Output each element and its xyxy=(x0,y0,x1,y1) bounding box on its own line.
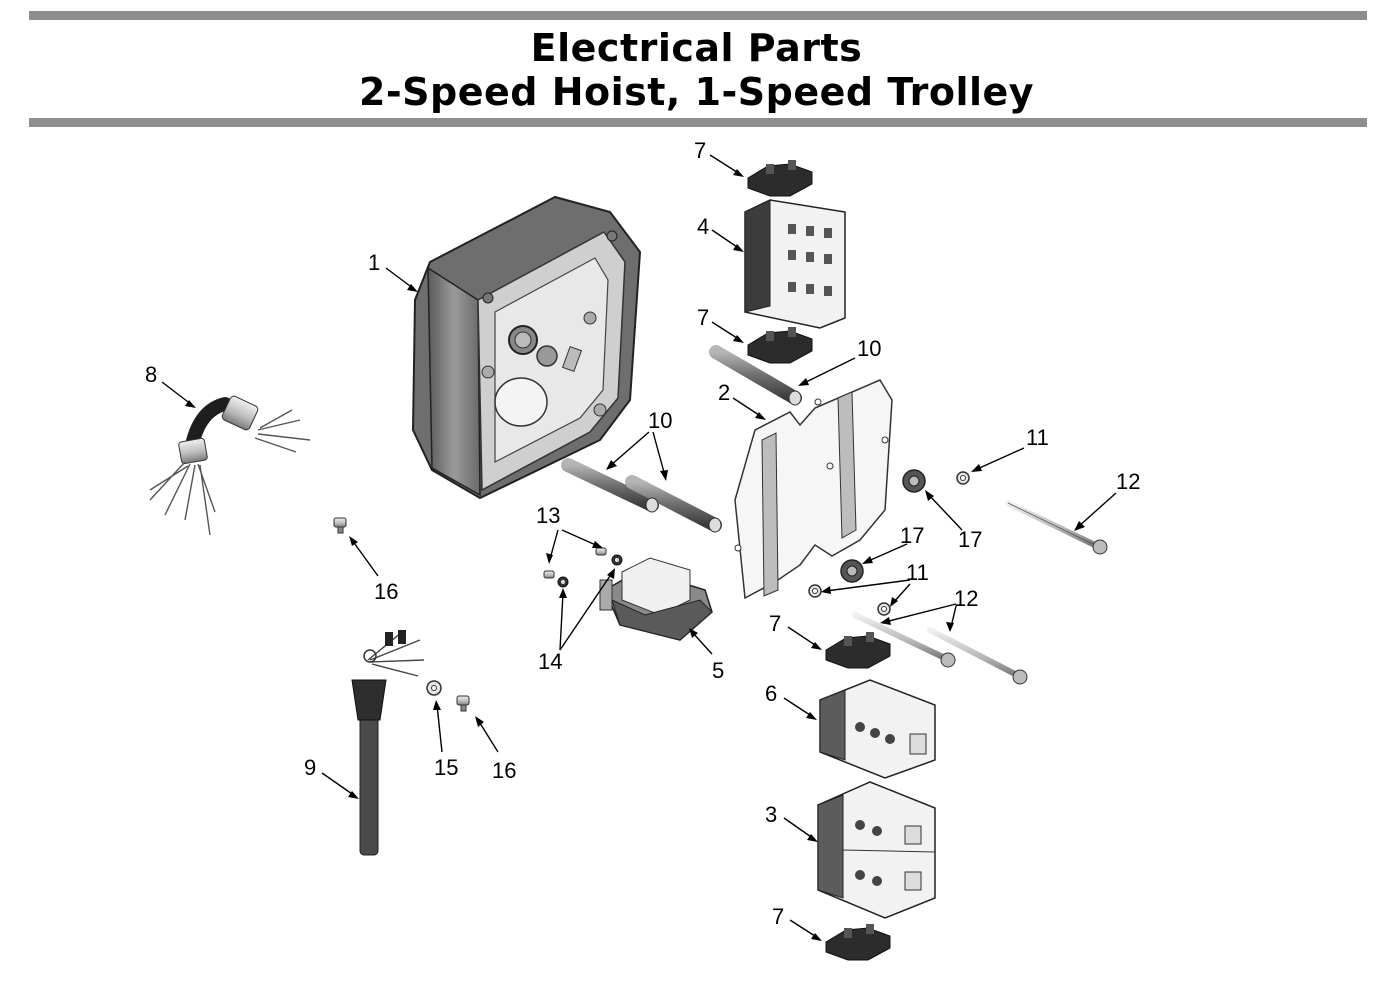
part-14-lock-washer-a xyxy=(557,576,569,588)
header-rule-bottom xyxy=(29,118,1367,127)
part-13-screw-b xyxy=(595,547,607,556)
callout-3: 3 xyxy=(765,802,777,827)
part-4-contactor xyxy=(744,199,846,329)
callout-7: 7 xyxy=(694,138,706,163)
part-14-lock-washer-b xyxy=(611,554,623,566)
callout-7: 7 xyxy=(772,904,784,929)
part-8-cable-assembly xyxy=(149,395,311,536)
callout-16: 16 xyxy=(374,579,398,604)
callout-11: 11 xyxy=(906,560,929,585)
part-3-contactor-assembly xyxy=(817,781,936,919)
part-16-screw-upper xyxy=(333,517,347,534)
callout-2: 2 xyxy=(718,380,730,405)
part-2-mounting-plate xyxy=(734,379,893,600)
part-10-spacer-rods-left xyxy=(561,458,722,533)
part-15-washer xyxy=(426,680,442,696)
callout-17: 17 xyxy=(900,523,924,548)
part-7-clip-top xyxy=(747,160,813,197)
callout-7: 7 xyxy=(769,611,781,636)
callout-16: 16 xyxy=(492,758,516,783)
part-17-nut-upper xyxy=(902,469,926,493)
part-11-washer-lower-b xyxy=(877,602,891,616)
part-9-pendant-cord xyxy=(351,630,425,856)
callout-12: 12 xyxy=(1116,469,1140,494)
callout-17: 17 xyxy=(958,527,982,552)
callout-7: 7 xyxy=(697,305,709,330)
part-1-enclosure xyxy=(411,195,642,500)
part-17-nut-lower xyxy=(840,559,864,583)
callout-13: 13 xyxy=(536,503,560,528)
page-subtitle: 2-Speed Hoist, 1-Speed Trolley xyxy=(358,70,1035,114)
callout-14: 14 xyxy=(538,649,562,674)
callout-8: 8 xyxy=(145,362,157,387)
part-16-screw-lower xyxy=(456,695,470,712)
callout-12: 12 xyxy=(954,586,978,611)
callout-11: 11 xyxy=(1026,425,1049,450)
callout-5: 5 xyxy=(712,658,724,683)
part-11-washer-upper xyxy=(956,471,970,485)
leader-lines xyxy=(161,154,1117,941)
part-7-clip-second xyxy=(747,327,813,364)
part-13-screw-a xyxy=(543,570,555,579)
part-12-bolt-lower-a xyxy=(852,612,956,668)
callout-6: 6 xyxy=(765,681,777,706)
callout-labels: 7 4 1 7 10 8 2 10 11 12 13 17 17 16 11 1… xyxy=(145,138,1140,929)
callout-10: 10 xyxy=(648,408,672,433)
callout-4: 4 xyxy=(697,214,709,239)
part-7-clip-bottom xyxy=(825,924,891,961)
part-10-spacer-rod-right xyxy=(709,345,802,406)
part-7-clip-third xyxy=(825,632,891,669)
part-12-bolt-upper xyxy=(1005,500,1108,555)
part-5-transformer xyxy=(599,557,713,641)
callout-1: 1 xyxy=(368,250,380,275)
page-title: Electrical Parts xyxy=(530,26,863,70)
part-6-contactor xyxy=(819,679,936,779)
callout-15: 15 xyxy=(434,755,458,780)
callout-9: 9 xyxy=(304,755,316,780)
header-rule-top xyxy=(29,11,1367,20)
callout-10: 10 xyxy=(857,336,881,361)
part-11-washer-lower-a xyxy=(808,584,822,598)
part-12-bolt-lower-b xyxy=(927,627,1028,685)
